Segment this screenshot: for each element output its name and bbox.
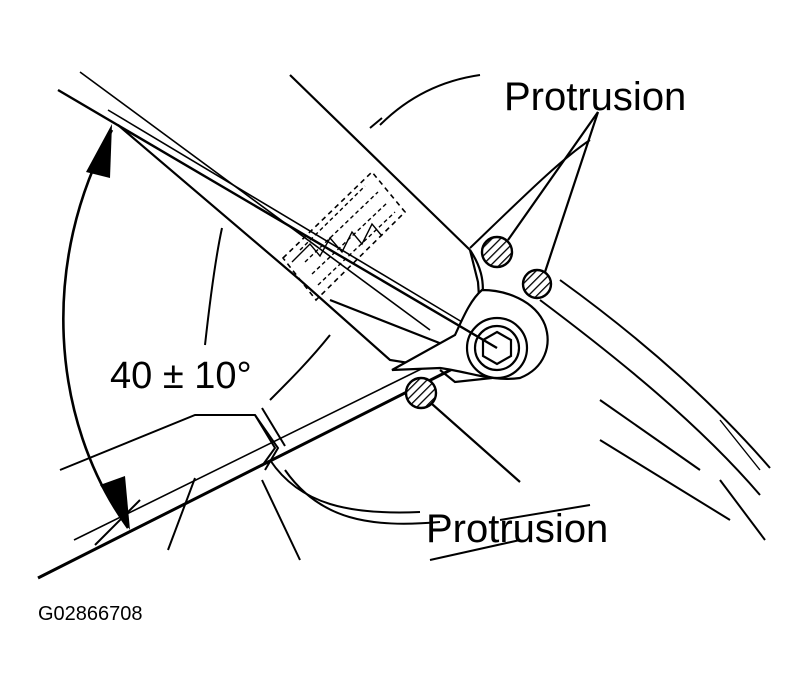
belt-center-line [57,88,498,350]
protrusion-label-top: Protrusion [504,75,686,119]
protrusion-label-bottom: Protrusion [426,507,608,551]
angle-reference-lines [57,71,498,350]
leader-lines [431,111,600,483]
protrusion-marker-3-icon [404,376,438,410]
protrusion-markers [404,235,553,410]
arrowhead-bottom-icon [100,476,130,530]
arrowhead-top-icon [86,124,112,178]
seat-belt-strap [117,74,484,370]
protrusion-marker-2-icon [521,268,553,300]
body-panel-outline [37,74,771,580]
protrusion-marker-1-icon [480,235,514,269]
anchor-bracket [391,288,549,384]
angle-arc [62,124,130,530]
angle-label: 40 ± 10° [110,355,252,397]
figure-code: G02866708 [38,603,143,625]
